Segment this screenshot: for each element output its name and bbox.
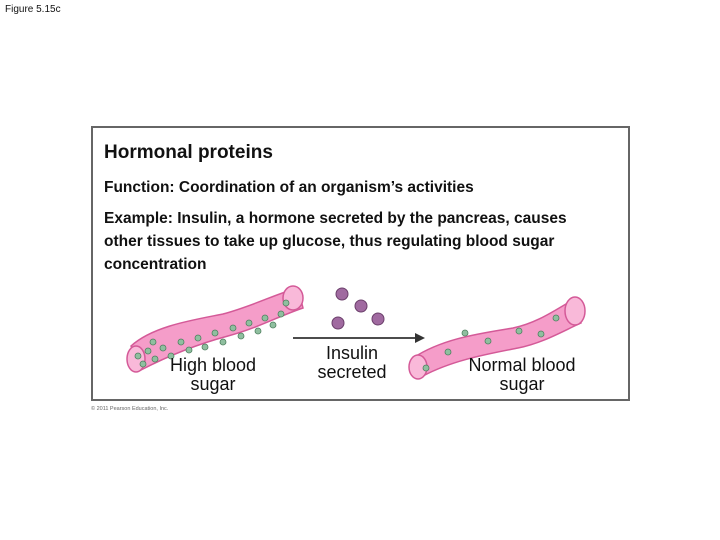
- arrow-icon: [293, 333, 425, 343]
- glucose-dots-normal: [422, 314, 560, 372]
- vessel-opening-icon: [126, 345, 146, 373]
- figure-label: Figure 5.15c: [5, 4, 61, 15]
- glucose-dots-high: [134, 299, 290, 368]
- example-text: Example: Insulin, a hormone secreted by …: [104, 210, 567, 273]
- label-normal-blood-sugar: Normal blood sugar: [468, 355, 576, 394]
- insulin-molecule-icon: [331, 316, 345, 330]
- label-insulin-secreted: Insulin secreted: [317, 343, 387, 382]
- panel-title: Hormonal proteins: [104, 142, 273, 163]
- insulin-molecule-icon: [371, 312, 385, 326]
- function-text: Function: Coordination of an organism’s …: [104, 179, 474, 196]
- blood-vessel-high: [126, 285, 304, 373]
- copyright-notice: © 2011 Pearson Education, Inc.: [91, 406, 169, 412]
- hormonal-proteins-panel: Hormonal proteins Function: Coordination…: [91, 126, 630, 401]
- insulin-illustration: [126, 285, 586, 380]
- insulin-molecule-icon: [335, 287, 349, 301]
- label-high-blood-sugar: High blood sugar: [169, 355, 257, 394]
- insulin-molecules: [331, 287, 385, 330]
- blood-vessel-normal: [408, 296, 586, 380]
- insulin-molecule-icon: [354, 299, 368, 313]
